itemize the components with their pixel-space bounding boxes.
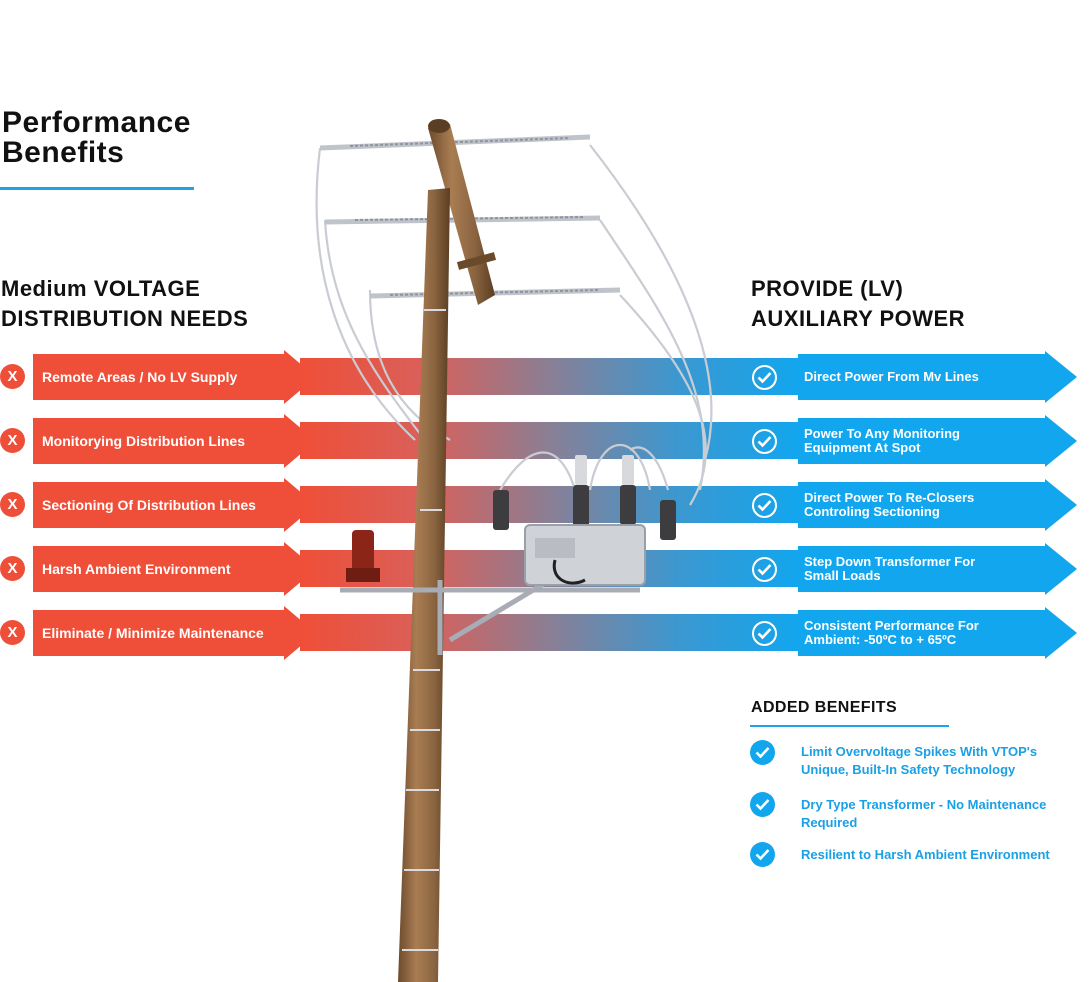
left-heading-line1: Medium VOLTAGE [1, 276, 201, 301]
added-benefits-heading: ADDED BENEFITS [751, 699, 898, 716]
solution-arrow-head [1045, 351, 1077, 403]
utility-pole-illustration [315, 119, 713, 982]
check-circle-icon [752, 621, 777, 646]
need-arrow-body [33, 418, 285, 464]
solution-arrow-head [1045, 415, 1077, 467]
solution-arrow-head [1045, 607, 1077, 659]
solution-label-line2: Ambient: -50ºC to + 65ºC [804, 632, 957, 647]
benefit-item-2: Dry Type Transformer - No Maintenance Re… [750, 792, 1080, 832]
benefit-text-line1: Limit Overvoltage Spikes With VTOP's [801, 744, 1038, 759]
need-label: Eliminate / Minimize Maintenance [42, 625, 264, 641]
gradient-band-3 [300, 486, 800, 523]
solution-arrow-body [798, 482, 1046, 528]
need-row-1: X Remote Areas / No LV Supply [0, 350, 320, 404]
need-row-4: X Harsh Ambient Environment [0, 542, 320, 596]
x-circle-icon: X [0, 492, 25, 517]
need-row-2: X Monitorying Distribution Lines [0, 414, 320, 468]
need-row-3: X Sectioning Of Distribution Lines [0, 478, 320, 532]
page-title-line1: Performance [2, 106, 191, 139]
gradient-band-5 [300, 614, 800, 651]
x-circle-icon: X [0, 428, 25, 453]
right-heading: PROVIDE (LV) AUXILIARY POWER [751, 274, 1051, 334]
right-heading-line1: PROVIDE (LV) [751, 276, 904, 301]
solution-label: Direct Power From Mv Lines [804, 354, 1044, 400]
x-circle-icon: X [0, 620, 25, 645]
solution-label-line1: Direct Power From Mv Lines [804, 369, 979, 384]
solution-label-line2: Controling Sectioning [804, 504, 940, 519]
benefit-text: Resilient to Harsh Ambient Environment [801, 846, 1076, 864]
check-circle-icon [750, 740, 775, 765]
solution-label-line1: Power To Any Monitoring [804, 426, 960, 441]
need-label: Harsh Ambient Environment [42, 561, 231, 577]
need-arrow-head [284, 542, 316, 596]
benefit-item-1: Limit Overvoltage Spikes With VTOP's Uni… [750, 740, 1080, 780]
need-arrow-head [284, 414, 316, 468]
x-circle-icon: X [0, 364, 25, 389]
solution-arrow-body [798, 418, 1046, 464]
check-circle-icon [750, 842, 775, 867]
solution-arrow-body [798, 610, 1046, 656]
solution-arrow-body [798, 354, 1046, 400]
x-circle-icon: X [0, 556, 25, 581]
solution-arrow-head [1045, 543, 1077, 595]
need-arrow-body [33, 546, 285, 592]
need-arrow-head [284, 350, 316, 404]
solution-label-line1: Step Down Transformer For [804, 554, 976, 569]
need-arrow-head [284, 478, 316, 532]
need-arrow-head [284, 606, 316, 660]
solution-arrow-head [1045, 479, 1077, 531]
benefit-text-line1: Dry Type Transformer - No Maintenance [801, 797, 1047, 812]
benefit-item-3: Resilient to Harsh Ambient Environment [750, 842, 1080, 872]
page-title-line2: Benefits [2, 136, 125, 169]
solution-label-line2: Small Loads [804, 568, 881, 583]
need-arrow-body [33, 610, 285, 656]
check-circle-icon [752, 557, 777, 582]
benefit-text: Limit Overvoltage Spikes With VTOP's Uni… [801, 743, 1076, 779]
benefit-text-line2: Required [801, 815, 858, 830]
added-benefits-underline [750, 725, 949, 727]
need-arrow-body [33, 482, 285, 528]
solution-label-line1: Consistent Performance For [804, 618, 979, 633]
check-circle-icon [752, 429, 777, 454]
benefit-text-line1: Resilient to Harsh Ambient Environment [801, 847, 1050, 862]
solution-label-line2: Equipment At Spot [804, 440, 921, 455]
title-underline [0, 187, 194, 190]
left-heading-line2: DISTRIBUTION NEEDS [1, 306, 249, 331]
need-label: Remote Areas / No LV Supply [42, 369, 238, 385]
need-label: Sectioning Of Distribution Lines [42, 497, 256, 513]
solution-row-1: Direct Power From Mv Lines [750, 351, 1080, 403]
need-row-5: X Eliminate / Minimize Maintenance [0, 606, 320, 660]
check-circle-icon [752, 365, 777, 390]
page-title: Performance Benefits [2, 108, 222, 168]
left-heading: Medium VOLTAGE DISTRIBUTION NEEDS [1, 274, 291, 334]
need-arrow-body [33, 354, 285, 400]
right-heading-line2: AUXILIARY POWER [751, 306, 966, 331]
check-circle-icon [750, 792, 775, 817]
benefit-text: Dry Type Transformer - No Maintenance Re… [801, 796, 1076, 832]
solution-label-line1: Direct Power To Re-Closers [804, 490, 975, 505]
benefit-text-line2: Unique, Built-In Safety Technology [801, 762, 1016, 777]
solution-arrow-body [798, 546, 1046, 592]
need-label: Monitorying Distribution Lines [42, 433, 245, 449]
check-circle-icon [752, 493, 777, 518]
